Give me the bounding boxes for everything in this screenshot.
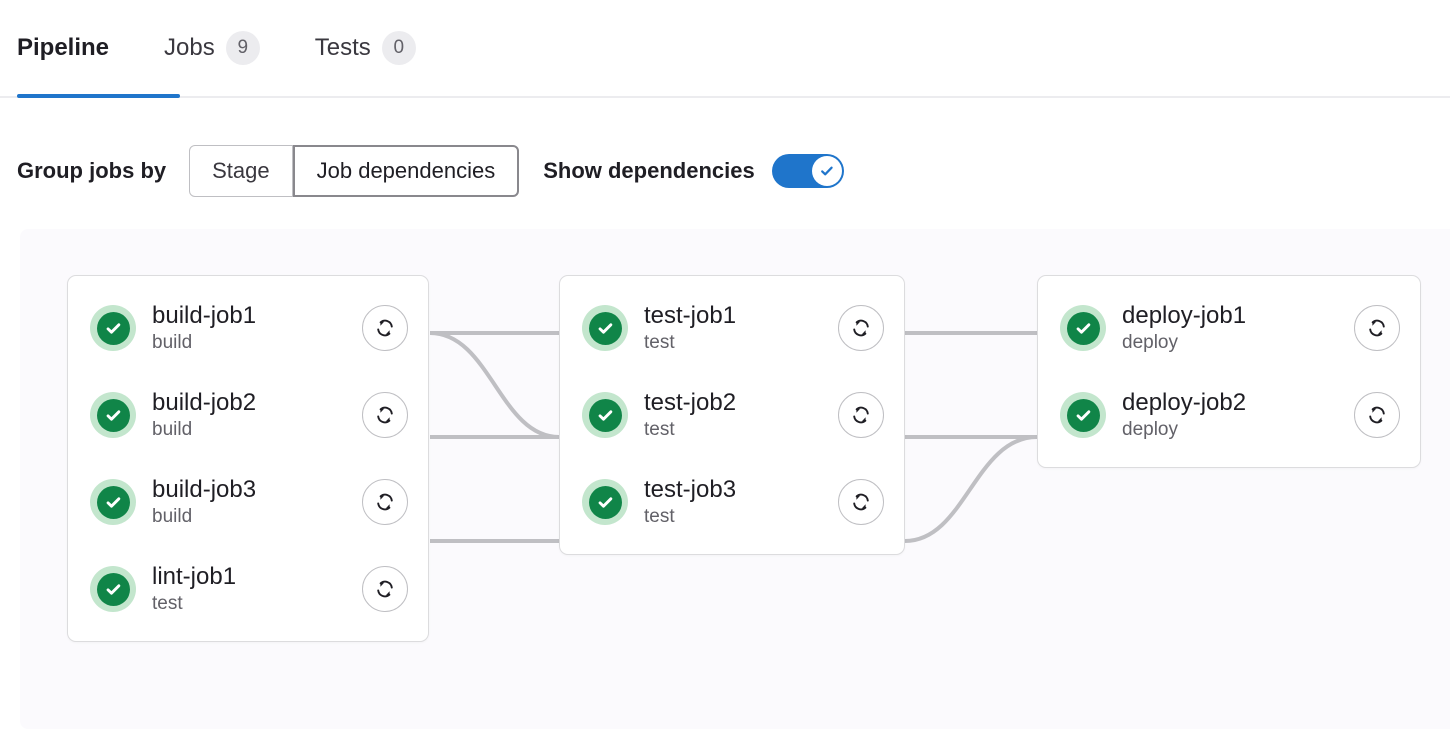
job-stage: build xyxy=(152,419,193,440)
job-card-test-job3[interactable]: test-job3 test xyxy=(560,467,904,537)
job-card-deploy-job2[interactable]: deploy-job2 deploy xyxy=(1038,380,1420,450)
pipeline-graph-canvas: build-job1 build build-job2 build xyxy=(20,229,1450,729)
job-info: build-job2 build xyxy=(152,388,362,442)
status-success-icon xyxy=(90,479,136,525)
job-card-build-job3[interactable]: build-job3 build xyxy=(68,467,428,537)
job-card-test-job2[interactable]: test-job2 test xyxy=(560,380,904,450)
active-tab-indicator xyxy=(17,94,180,98)
job-stage: build xyxy=(152,332,193,353)
tab-jobs[interactable]: Jobs 9 xyxy=(136,22,287,74)
tab-list: Pipeline Jobs 9 Tests 0 xyxy=(17,22,443,74)
job-name: deploy-job2 xyxy=(1122,389,1247,416)
job-name: test-job1 xyxy=(644,302,737,329)
job-group-build: build-job1 build build-job2 build xyxy=(67,275,429,642)
job-stage: test xyxy=(152,593,183,614)
group-jobs-by-label: Group jobs by xyxy=(17,158,167,183)
retry-icon[interactable] xyxy=(362,392,408,438)
tab-tests[interactable]: Tests 0 xyxy=(287,22,443,74)
job-info: test-job1 test xyxy=(644,301,838,355)
show-dependencies-label: Show dependencies xyxy=(543,158,755,183)
job-name: build-job1 xyxy=(152,302,257,329)
job-stage: test xyxy=(644,332,675,353)
edge-build-job1-test-job2 xyxy=(429,331,560,439)
job-info: deploy-job2 deploy xyxy=(1122,388,1354,442)
retry-icon[interactable] xyxy=(362,305,408,351)
group-by-job-dependencies-button[interactable]: Job dependencies xyxy=(292,145,520,197)
tab-pipeline-label: Pipeline xyxy=(17,34,110,61)
job-name: lint-job1 xyxy=(152,563,237,590)
job-name: deploy-job1 xyxy=(1122,302,1247,329)
job-card-build-job1[interactable]: build-job1 build xyxy=(68,293,428,363)
job-card-deploy-job1[interactable]: deploy-job1 deploy xyxy=(1038,293,1420,363)
show-dependencies-toggle[interactable] xyxy=(771,154,844,188)
job-info: build-job3 build xyxy=(152,475,362,529)
status-success-icon xyxy=(90,566,136,612)
job-info: deploy-job1 deploy xyxy=(1122,301,1354,355)
job-info: test-job2 test xyxy=(644,388,838,442)
toggle-knob xyxy=(811,156,842,186)
retry-icon[interactable] xyxy=(362,479,408,525)
tab-tests-badge: 0 xyxy=(381,31,416,65)
job-group-deploy: deploy-job1 deploy deploy-job2 deploy xyxy=(1037,275,1421,468)
group-by-stage-button[interactable]: Stage xyxy=(189,145,293,197)
check-icon xyxy=(820,166,833,176)
tab-pipeline[interactable]: Pipeline xyxy=(17,22,136,74)
job-stage: test xyxy=(644,419,675,440)
status-success-icon xyxy=(1060,392,1106,438)
tab-bar: Pipeline Jobs 9 Tests 0 xyxy=(0,0,1450,98)
job-card-lint-job1[interactable]: lint-job1 test xyxy=(68,554,428,624)
status-success-icon xyxy=(582,305,628,351)
job-info: lint-job1 test xyxy=(152,562,362,616)
status-success-icon xyxy=(1060,305,1106,351)
tab-jobs-label: Jobs xyxy=(164,34,215,61)
edge-test-job3-deploy-job2 xyxy=(904,435,1038,543)
retry-icon[interactable] xyxy=(838,392,884,438)
group-jobs-by-segmented-control: Stage Job dependencies xyxy=(189,145,520,197)
job-stage: build xyxy=(152,506,193,527)
retry-icon[interactable] xyxy=(1354,392,1400,438)
retry-icon[interactable] xyxy=(362,566,408,612)
tab-tests-label: Tests xyxy=(314,34,371,61)
retry-icon[interactable] xyxy=(838,479,884,525)
status-success-icon xyxy=(582,392,628,438)
status-success-icon xyxy=(582,479,628,525)
job-group-test: test-job1 test test-job2 test xyxy=(559,275,905,555)
job-info: build-job1 build xyxy=(152,301,362,355)
pipeline-toolbar: Group jobs by Stage Job dependencies Sho… xyxy=(0,140,1450,202)
job-info: test-job3 test xyxy=(644,475,838,529)
job-name: build-job2 xyxy=(152,389,257,416)
job-stage: deploy xyxy=(1122,332,1178,353)
tab-jobs-badge: 9 xyxy=(225,31,260,65)
job-name: test-job3 xyxy=(644,476,737,503)
job-stage: test xyxy=(644,506,675,527)
job-name: test-job2 xyxy=(644,389,737,416)
job-card-build-job2[interactable]: build-job2 build xyxy=(68,380,428,450)
status-success-icon xyxy=(90,392,136,438)
status-success-icon xyxy=(90,305,136,351)
job-name: build-job3 xyxy=(152,476,257,503)
retry-icon[interactable] xyxy=(838,305,884,351)
job-card-test-job1[interactable]: test-job1 test xyxy=(560,293,904,363)
job-stage: deploy xyxy=(1122,419,1178,440)
retry-icon[interactable] xyxy=(1354,305,1400,351)
